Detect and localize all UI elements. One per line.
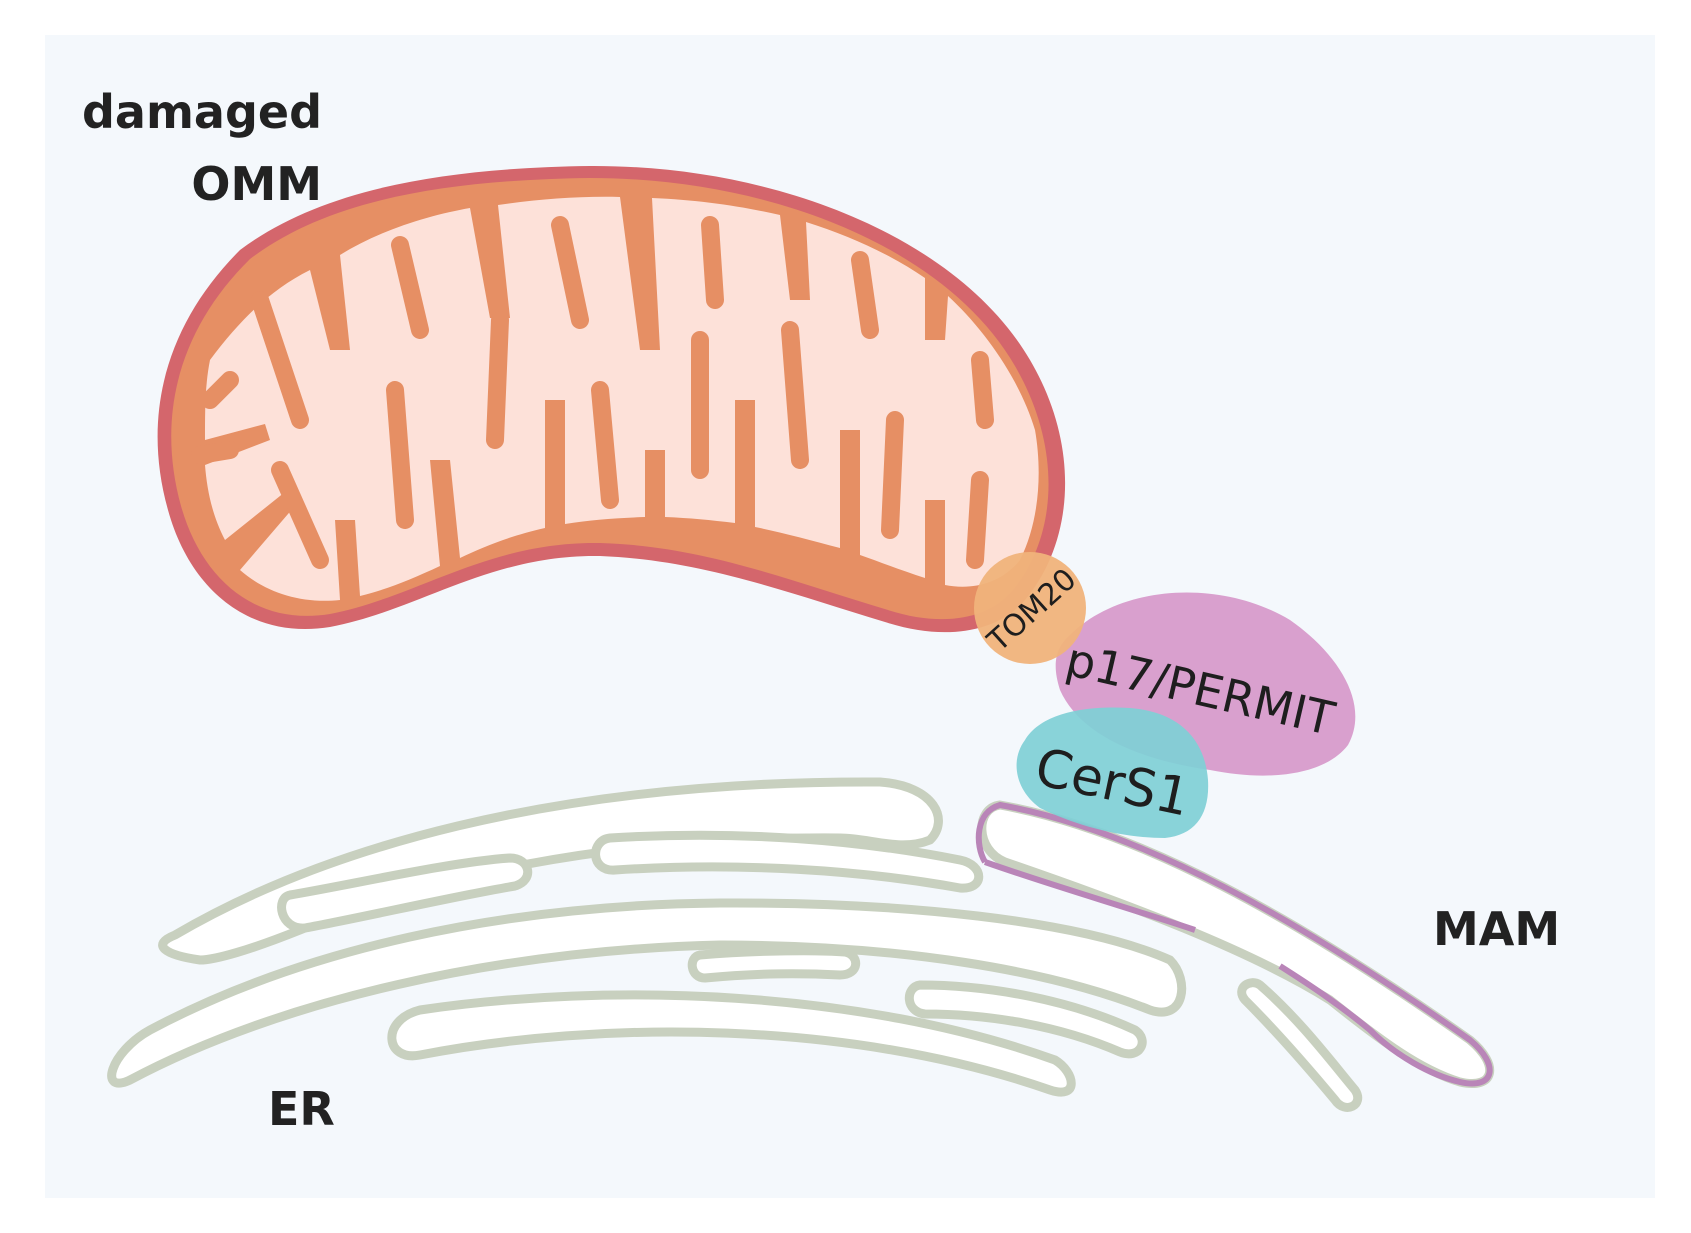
mitochondrion	[157, 165, 1066, 633]
er-tubule-3	[687, 946, 861, 983]
er-cisterna-middle	[107, 898, 1187, 1088]
er-label: ER	[268, 1082, 335, 1136]
er-cisterna-lower	[387, 990, 1076, 1097]
cers1-protein	[1016, 707, 1209, 838]
mam-membrane-lower	[983, 859, 1196, 933]
er-tubule-1	[277, 853, 532, 933]
er-tubule-4	[904, 980, 1147, 1059]
mam-membrane	[975, 801, 1493, 1087]
er-tubule-2	[591, 830, 984, 893]
er-tubule-5	[1237, 978, 1362, 1112]
tom20-protein	[974, 552, 1086, 664]
mam-label: MAM	[1433, 902, 1560, 956]
er-cisterna-upper	[158, 777, 943, 965]
damaged-label: damaged	[82, 85, 322, 139]
omm-label: OMM	[191, 157, 322, 211]
cristae-ridges	[191, 216, 994, 569]
